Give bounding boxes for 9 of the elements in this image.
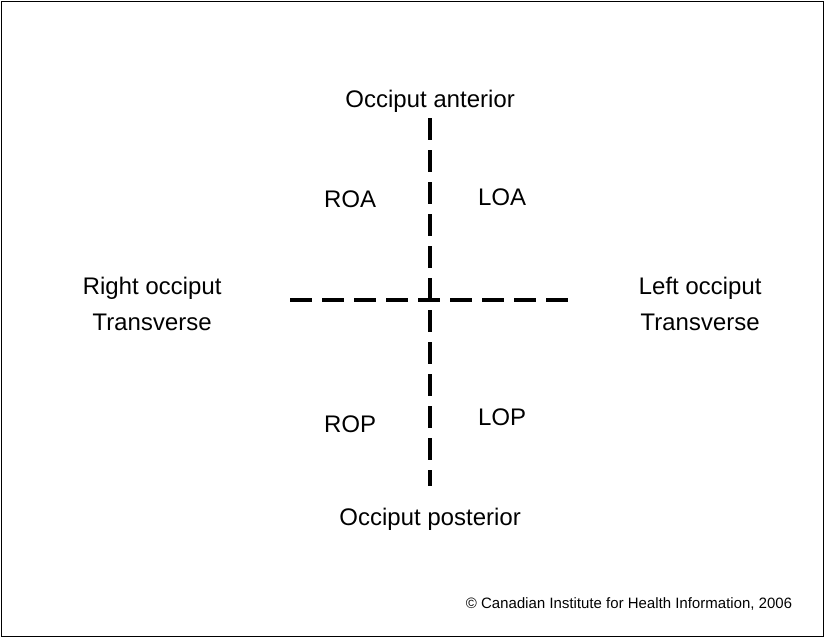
position-label: Occiput anterior (344, 85, 516, 115)
position-label: Left occiput Transverse (638, 272, 762, 338)
quadrant-label: LOA (476, 183, 528, 213)
position-label: Occiput posterior (338, 503, 522, 533)
quadrant-label: LOP (476, 403, 528, 433)
copyright-note: © Canadian Institute for Health Information, 2006 (466, 594, 792, 614)
position-label: Right occiput Transverse (82, 272, 222, 338)
quadrant-label: ROA (322, 185, 377, 215)
quadrant-label: ROP (322, 410, 377, 440)
